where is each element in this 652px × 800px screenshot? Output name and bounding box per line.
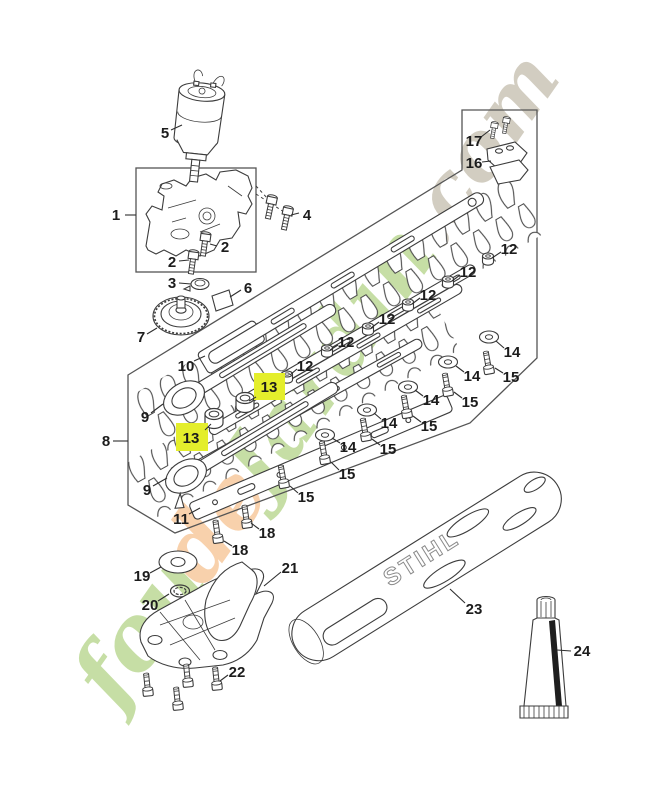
part-5-motor bbox=[173, 69, 226, 183]
callout-17[interactable]: 17 bbox=[466, 133, 483, 150]
part-24-grease-tube bbox=[519, 595, 569, 719]
part-3-ring bbox=[182, 277, 210, 292]
part-21-cover-housing bbox=[139, 561, 274, 669]
callout-12d[interactable]: 12 bbox=[379, 311, 396, 328]
part-10-guide-bar bbox=[197, 192, 485, 374]
callout-15d[interactable]: 15 bbox=[380, 441, 397, 458]
callout-15c[interactable]: 15 bbox=[421, 418, 438, 435]
cutter-blade-upper bbox=[131, 175, 546, 453]
callout-9b[interactable]: 9 bbox=[143, 482, 151, 499]
callout-12f[interactable]: 12 bbox=[297, 358, 314, 375]
part-7-gear bbox=[152, 295, 210, 336]
callout-15b[interactable]: 15 bbox=[462, 394, 479, 411]
part-6-shim-plate bbox=[211, 289, 234, 312]
part-4-screws bbox=[255, 185, 295, 232]
callout-14b[interactable]: 14 bbox=[464, 368, 481, 385]
callout-9a[interactable]: 9 bbox=[141, 409, 149, 426]
highlight-13-lower[interactable]: 13 bbox=[176, 423, 212, 451]
callout-11[interactable]: 11 bbox=[173, 511, 189, 528]
callout-24[interactable]: 24 bbox=[574, 643, 591, 660]
callout-18a[interactable]: 18 bbox=[259, 525, 276, 542]
callout-5[interactable]: 5 bbox=[161, 125, 169, 142]
callout-15a[interactable]: 15 bbox=[503, 369, 520, 386]
callout-12c[interactable]: 12 bbox=[420, 287, 437, 304]
callout-22[interactable]: 22 bbox=[229, 664, 246, 681]
callout-20[interactable]: 20 bbox=[142, 597, 159, 614]
callout-23[interactable]: 23 bbox=[466, 601, 483, 618]
blade-assembly-group-box bbox=[127, 109, 538, 534]
callout-labels: 1 2 2 3 4 5 6 7 8 9 9 10 11 12 12 12 12 … bbox=[102, 125, 591, 681]
callout-21[interactable]: 21 bbox=[282, 560, 299, 577]
callout-19[interactable]: 19 bbox=[134, 568, 151, 585]
callout-14c[interactable]: 14 bbox=[423, 392, 440, 409]
callout-3[interactable]: 3 bbox=[168, 275, 176, 292]
callout-6[interactable]: 6 bbox=[244, 280, 252, 297]
callout-4[interactable]: 4 bbox=[303, 207, 312, 224]
callout-1[interactable]: 1 bbox=[112, 207, 120, 224]
callout-15f[interactable]: 15 bbox=[298, 489, 315, 506]
callout-12e[interactable]: 12 bbox=[338, 334, 355, 351]
callout-8[interactable]: 8 bbox=[102, 433, 110, 450]
part-9-drive-arm-lower bbox=[165, 381, 339, 509]
part-23-blade-guard: STIHL bbox=[288, 471, 562, 665]
callout-16[interactable]: 16 bbox=[466, 155, 483, 172]
callout-18b[interactable]: 18 bbox=[232, 542, 249, 559]
part-20-lock-ring bbox=[169, 584, 191, 598]
callout-14a[interactable]: 14 bbox=[504, 344, 521, 361]
callout-2a[interactable]: 2 bbox=[221, 239, 229, 256]
callout-2b[interactable]: 2 bbox=[168, 254, 176, 271]
part-9-drive-arm-upper bbox=[163, 303, 337, 416]
part-1-gearbox-housing bbox=[145, 169, 253, 257]
callout-7[interactable]: 7 bbox=[137, 329, 145, 346]
callout-12b[interactable]: 12 bbox=[460, 264, 477, 281]
callout-14d[interactable]: 14 bbox=[381, 415, 398, 432]
highlight-13-upper[interactable]: 13 bbox=[248, 373, 285, 402]
part-16-blade-tip-clamp bbox=[486, 141, 529, 185]
callout-14e[interactable]: 14 bbox=[340, 439, 357, 456]
callout-15e[interactable]: 15 bbox=[339, 466, 356, 483]
leader-lines bbox=[113, 124, 572, 682]
callout-13b[interactable]: 13 bbox=[183, 430, 200, 447]
part-19-washer bbox=[158, 550, 198, 574]
callout-10[interactable]: 10 bbox=[178, 358, 195, 375]
callout-12a[interactable]: 12 bbox=[501, 241, 518, 258]
callout-13a[interactable]: 13 bbox=[261, 379, 278, 396]
